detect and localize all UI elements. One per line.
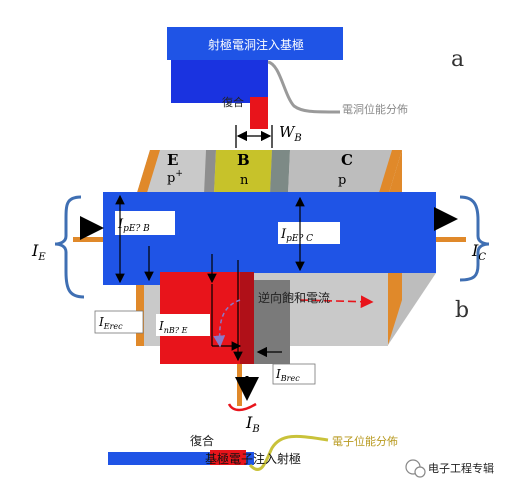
panel-a-label: a <box>451 47 464 72</box>
emitter-brace <box>54 195 85 299</box>
reverse-saturation-dashed-arrow <box>213 299 241 348</box>
base-label: B <box>237 151 250 169</box>
emitter-recombination-region <box>210 450 246 465</box>
emitter-contact <box>136 150 160 196</box>
ipeb-box <box>115 211 175 235</box>
ibrec-label: IBrec <box>275 367 300 383</box>
base-collector-junction <box>270 150 290 194</box>
hole-potential-label: 電洞位能分佈 <box>342 102 408 116</box>
electron-potential-label: 電子位能分佈 <box>332 434 398 448</box>
collector-label: C <box>341 151 353 169</box>
base-lead <box>237 364 242 406</box>
ic-label: IC <box>471 241 486 263</box>
collector-brace <box>459 195 490 282</box>
ib-label: IB <box>245 413 260 435</box>
hole-potential-block <box>171 60 268 103</box>
emitter-doping: p+ <box>167 169 183 186</box>
ierec-label: IErec <box>98 315 123 331</box>
inbe-box <box>156 314 210 336</box>
base-region <box>214 150 272 194</box>
electron-injection-label: 基極電子注入射極 <box>205 451 301 466</box>
emitter-lead <box>73 237 103 242</box>
emitter-base-junction <box>204 150 216 194</box>
ipec-box <box>278 222 340 244</box>
watermark-text: 电子工程专辑 <box>428 461 494 475</box>
electron-potential-curve <box>248 434 329 471</box>
collector-lead <box>436 237 466 242</box>
inbe-label: InB? E <box>158 319 188 335</box>
emitter-label: E <box>167 151 178 169</box>
hole-injection-bar <box>167 27 343 60</box>
ie-label: IE <box>31 241 46 263</box>
hole-potential-curve <box>267 60 341 114</box>
reverse-saturation-arrow <box>299 295 374 309</box>
base-recombination-region <box>250 97 268 129</box>
reverse-saturation-label: 逆向飽和電流 <box>258 290 330 305</box>
watermark-logo-icon-small <box>414 466 426 478</box>
ibrec-box <box>272 363 316 385</box>
wb-label: WB <box>279 123 302 144</box>
panel-b-label: b <box>455 298 469 323</box>
hole-injection-label: 射極電洞注入基極 <box>208 37 304 52</box>
ierec-box <box>94 310 144 334</box>
collector-region <box>288 150 392 194</box>
base-region-edge <box>240 272 254 364</box>
recombination-bottom-label: 復合 <box>190 433 214 448</box>
collector-contact <box>378 150 402 196</box>
collector-doping: p <box>338 173 346 188</box>
base-current-brace <box>227 402 257 412</box>
recombination-top-label: 復合 <box>222 95 244 109</box>
base-doping: n <box>240 173 249 188</box>
